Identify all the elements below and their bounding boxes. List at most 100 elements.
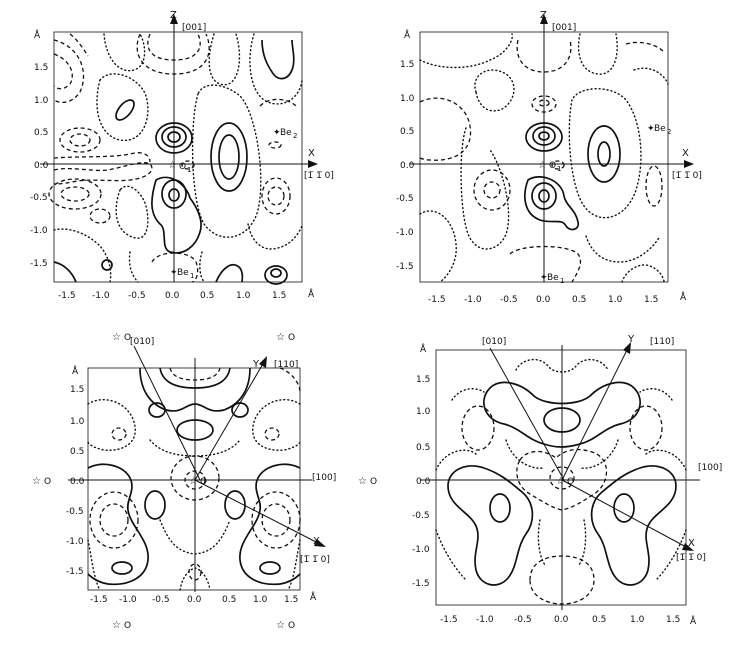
z-axis-arrow bbox=[540, 14, 548, 24]
contour-dotted bbox=[128, 251, 139, 283]
y-tick: -0.5 bbox=[412, 511, 430, 521]
y-tick: 1.5 bbox=[400, 60, 414, 70]
contour-dotted bbox=[103, 33, 146, 72]
contour-dashed bbox=[147, 33, 201, 61]
atom-marker-icon: ☆ bbox=[189, 476, 198, 487]
x-tick: -0.5 bbox=[514, 615, 532, 625]
y-tick: -1.0 bbox=[412, 545, 430, 555]
panel-bottom-right: [010] Y [110] [100] X [1̅ 1̅ 0] Å Å -1.5… bbox=[412, 334, 722, 627]
contour-dashed bbox=[181, 160, 195, 170]
contour-dotted bbox=[505, 439, 545, 469]
contour-dashed bbox=[60, 186, 90, 202]
atom-subscript: 2 bbox=[293, 132, 297, 140]
panel-top-right: Z [001] X [1̅ 1̅ 0] Å Å -1.5 -1.0 -0.5 0… bbox=[396, 10, 702, 305]
atom-label: O bbox=[124, 621, 131, 631]
contour-dashed bbox=[53, 152, 151, 163]
x-unit-label: Å bbox=[310, 591, 317, 603]
contour-dashed bbox=[645, 165, 663, 207]
contour-lines bbox=[419, 33, 669, 283]
contour-solid bbox=[525, 122, 563, 152]
contour-dashed bbox=[48, 178, 102, 210]
contour-solid bbox=[590, 465, 677, 586]
y-axis-arrow bbox=[623, 342, 631, 354]
x-unit-label: Å bbox=[690, 615, 697, 627]
contour-solid bbox=[259, 561, 281, 575]
y-unit-label: Å bbox=[420, 343, 427, 355]
atom-Be1: ✦ Be 1 bbox=[170, 268, 194, 280]
x-tick: 1.5 bbox=[644, 295, 658, 305]
contour-dotted bbox=[249, 33, 303, 105]
contour-dashed bbox=[111, 427, 127, 441]
contour-dotted bbox=[474, 69, 515, 112]
contour-dashed bbox=[89, 491, 139, 549]
contour-dotted bbox=[515, 359, 609, 373]
contour-solid bbox=[224, 490, 246, 520]
y-tick: 0.0 bbox=[70, 477, 85, 487]
contour-dashed bbox=[89, 208, 111, 224]
y-tick: -1.5 bbox=[30, 259, 48, 269]
contour-solid bbox=[531, 182, 557, 210]
contour-dotted bbox=[577, 519, 587, 567]
contour-dashed bbox=[625, 41, 665, 53]
x-tick: 1.0 bbox=[253, 595, 268, 605]
contour-solid bbox=[532, 126, 556, 146]
atom-marker-icon: ☆ bbox=[556, 476, 565, 487]
z-axis-arrow bbox=[170, 14, 178, 24]
contour-solid bbox=[587, 125, 621, 183]
contour-dotted bbox=[579, 439, 619, 469]
contour-lines bbox=[48, 33, 303, 285]
y-tick: -0.5 bbox=[66, 507, 84, 517]
contour-solid bbox=[613, 493, 635, 523]
y-axis-label: Y bbox=[252, 359, 260, 370]
y-axis-arrow bbox=[259, 356, 267, 368]
panel-frame bbox=[53, 31, 303, 283]
contour-lines bbox=[87, 367, 301, 591]
y-tick-labels: 1.5 1.0 0.5 0.0 -0.5 -1.0 -1.5 bbox=[30, 63, 49, 269]
contour-dashed bbox=[69, 33, 89, 57]
x-tick: 0.5 bbox=[222, 595, 236, 605]
atom-O1: ☆ O 1 bbox=[538, 160, 561, 173]
contour-dashed bbox=[461, 405, 495, 451]
x-axis-label: X bbox=[682, 148, 689, 159]
x-tick: 1.5 bbox=[666, 615, 680, 625]
contour-solid bbox=[148, 402, 166, 418]
contour-solid bbox=[538, 131, 550, 141]
y-tick: 1.0 bbox=[400, 94, 415, 104]
y-tick-labels: 1.5 1.0 0.5 0.0 -0.5 -1.0 -1.5 bbox=[396, 60, 415, 272]
direction-label-010: [010] bbox=[130, 337, 154, 347]
contour-solid bbox=[87, 463, 149, 586]
contour-solid bbox=[115, 99, 135, 121]
contour-dotted bbox=[87, 399, 136, 451]
z-direction-label: [001] bbox=[182, 23, 206, 33]
x-tick: -1.0 bbox=[464, 295, 482, 305]
atom-label: O bbox=[288, 333, 295, 343]
y-tick-labels: 1.5 1.0 0.5 0.0 -0.5 -1.0 -1.5 bbox=[66, 385, 85, 577]
x-direction-label: [1̅ 1̅ 0] bbox=[672, 171, 702, 181]
x-tick: 0.0 bbox=[165, 291, 180, 301]
contour-dashed bbox=[184, 470, 206, 490]
contour-dotted bbox=[199, 251, 205, 283]
contour-dotted bbox=[451, 388, 485, 401]
contour-solid bbox=[264, 265, 288, 285]
atom-O-lower-left: ☆ O bbox=[112, 620, 131, 631]
contour-dashed bbox=[99, 503, 129, 537]
atom-marker-icon: ☆ bbox=[538, 160, 547, 171]
contour-solid bbox=[261, 39, 295, 80]
atom-subscript: 1 bbox=[560, 277, 564, 285]
atom-marker-icon: ☆ bbox=[112, 620, 121, 631]
z-axis-label: Z bbox=[170, 10, 177, 21]
contour-dashed bbox=[509, 245, 582, 283]
contour-solid bbox=[538, 189, 550, 203]
atom-label: Be bbox=[280, 128, 292, 138]
x-axis-arrow bbox=[314, 539, 326, 547]
contour-dotted bbox=[208, 33, 241, 86]
contour-dotted bbox=[191, 84, 262, 238]
contour-solid bbox=[210, 122, 248, 192]
contour-dashed bbox=[279, 367, 301, 393]
z-axis-label: Z bbox=[540, 10, 547, 21]
x-tick: -1.5 bbox=[440, 615, 458, 625]
y-tick: -0.5 bbox=[396, 194, 414, 204]
direction-label-100: [100] bbox=[698, 463, 722, 473]
contour-dashed bbox=[551, 160, 565, 170]
contour-dotted bbox=[621, 264, 665, 283]
